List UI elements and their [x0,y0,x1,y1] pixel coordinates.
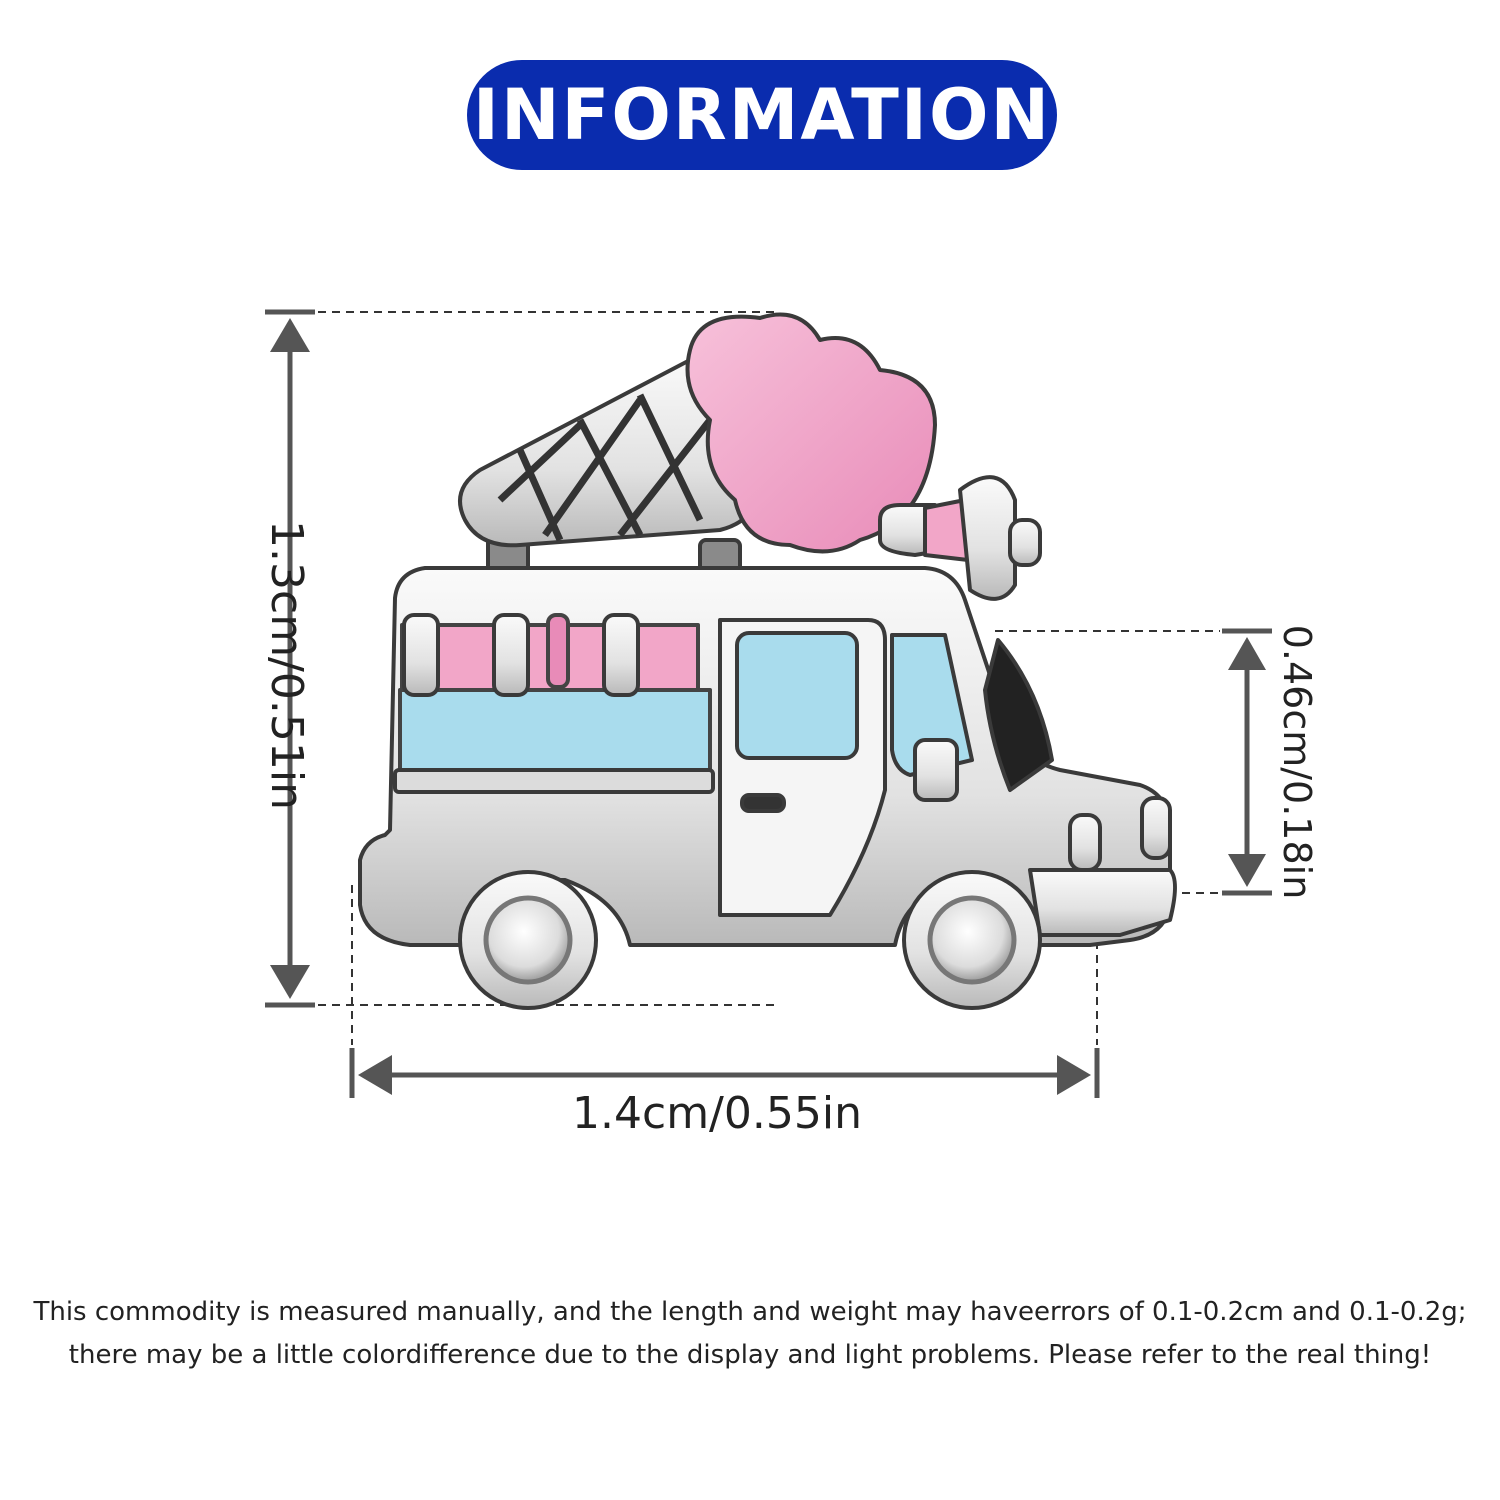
banner-title: INFORMATION [472,74,1052,156]
height-dimension [265,309,780,1008]
information-banner: INFORMATION [467,60,1057,170]
cab-height-dimension [995,628,1272,896]
disclaimer-line-2: there may be a little colordifference du… [68,1340,1432,1370]
height-label: 1.3cm/0.51in [261,520,312,810]
cab-height-label: 0.46cm/0.18in [1275,625,1319,900]
ice-cream-truck-charm-icon [358,312,1177,1010]
width-dimension [349,885,1100,1098]
disclaimer-line-1: This commodity is measured manually, and… [33,1297,1467,1327]
width-label: 1.4cm/0.55in [572,1088,862,1139]
